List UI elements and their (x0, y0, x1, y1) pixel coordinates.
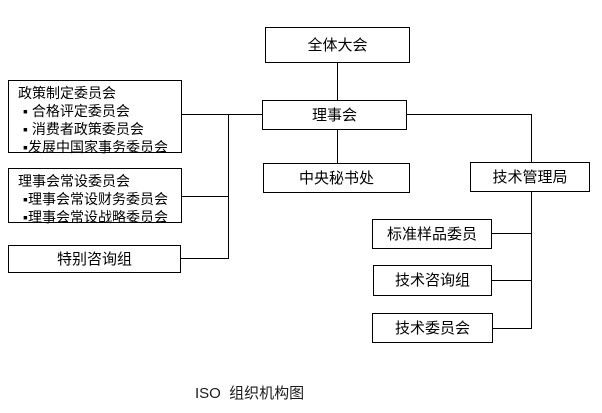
policy-committees-item: ▪发展中国家事务委员会 (23, 139, 168, 155)
node-reference-materials-committee-label: 标准样品委员 (386, 225, 477, 243)
connector-council-to-central-secretariat (337, 130, 338, 163)
diagram-caption: ISO 组织机构图 (195, 385, 305, 402)
node-policy-development-committees: 政策制定委员会 ▪ 合格评定委员会 ▪ 消费者政策委员会 ▪发展中国家事务委员会 (8, 80, 182, 155)
policy-committees-item: ▪ 合格评定委员会 (23, 103, 130, 119)
node-council-standing-committees: 理事会常设委员会 ▪理事会常设财务委员会 ▪理事会常设战略委员会 (8, 168, 182, 225)
connector-standing-committees-branch (182, 196, 228, 197)
connector-special-advisory-branch (181, 258, 229, 259)
node-general-assembly-label: 全体大会 (307, 36, 368, 54)
node-central-secretariat-label: 中央秘书处 (298, 169, 374, 187)
connector-right-branch-to-tmb (531, 114, 532, 162)
node-general-assembly: 全体大会 (265, 27, 410, 63)
connector-tmb-trunk (531, 192, 532, 329)
node-technical-advisory-group: 技术咨询组 (373, 265, 492, 296)
node-technical-management-board-label: 技术管理局 (492, 168, 568, 186)
node-council: 理事会 (262, 100, 407, 130)
connector-left-branch-trunk (228, 114, 229, 259)
node-council-label: 理事会 (311, 106, 357, 124)
standing-committees-item: ▪理事会常设财务委员会 (23, 191, 168, 207)
node-central-secretariat: 中央秘书处 (263, 163, 410, 193)
node-special-advisory-group: 特别咨询组 (8, 245, 181, 273)
node-technical-committee-label: 技术委员会 (394, 319, 470, 337)
connector-reference-materials-branch (492, 233, 531, 234)
node-technical-management-board: 技术管理局 (470, 162, 590, 192)
policy-committees-title: 政策制定委员会 (18, 85, 116, 101)
connector-council-to-left-branch (182, 114, 262, 115)
connector-council-to-right-branch (407, 114, 531, 115)
node-technical-advisory-group-label: 技术咨询组 (394, 272, 470, 289)
standing-committees-title: 理事会常设委员会 (18, 173, 130, 189)
connector-general-assembly-to-council (337, 63, 338, 100)
connector-technical-advisory-branch (492, 280, 531, 281)
node-reference-materials-committee: 标准样品委员 (372, 219, 492, 249)
policy-committees-item: ▪ 消费者政策委员会 (23, 121, 144, 137)
connector-technical-committee-branch (493, 328, 532, 329)
node-technical-committee: 技术委员会 (372, 313, 493, 343)
node-special-advisory-group-label: 特别咨询组 (56, 250, 132, 268)
standing-committees-item: ▪理事会常设战略委员会 (23, 209, 168, 225)
